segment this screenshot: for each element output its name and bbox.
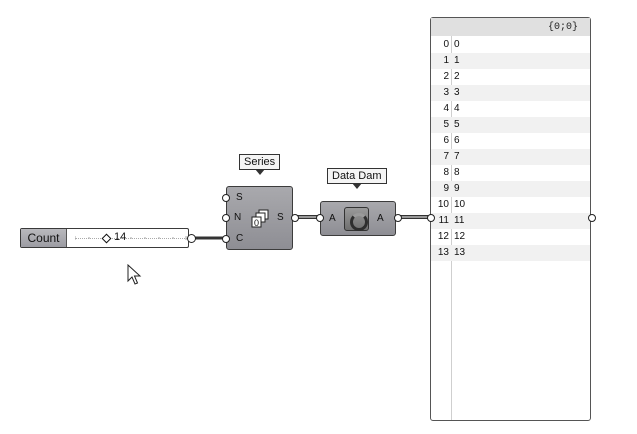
panel-row: 10 10 (431, 197, 590, 213)
panel-row-value: 5 (454, 119, 460, 130)
series-input-s-grip[interactable] (222, 194, 230, 202)
panel-row-index: 13 (437, 247, 449, 258)
timer-icon (350, 213, 368, 231)
data-dam-tooltip: Data Dam (327, 168, 387, 189)
data-dam-output-grip[interactable] (394, 214, 402, 222)
panel-row-index: 12 (437, 231, 449, 242)
slider-label: Count (21, 229, 67, 247)
series-icon: 0 (251, 209, 269, 228)
series-input-n-grip[interactable] (222, 214, 230, 222)
series-component[interactable]: S N C S 0 (226, 186, 293, 250)
data-dam-component[interactable]: A A (320, 201, 396, 236)
data-dam-input-grip[interactable] (316, 214, 324, 222)
series-input-s: S (236, 192, 243, 203)
series-input-c-grip[interactable] (222, 235, 230, 243)
panel-row-value: 7 (454, 151, 460, 162)
series-output-grip[interactable] (291, 214, 299, 222)
panel-row-index: 4 (443, 103, 449, 114)
svg-text:0: 0 (254, 218, 259, 228)
panel-row-index: 5 (443, 119, 449, 130)
panel-row-value: 3 (454, 87, 460, 98)
slider-output-grip[interactable] (187, 234, 196, 243)
panel-path-header: {0;0} (431, 18, 590, 36)
panel-row-index: 2 (443, 71, 449, 82)
panel-row-value: 10 (454, 199, 466, 210)
panel-row-value: 0 (454, 39, 460, 50)
panel-row-value: 2 (454, 71, 460, 82)
panel-row-index: 9 (443, 183, 449, 194)
panel-row-value: 12 (454, 231, 466, 242)
slider-value: 14 (114, 231, 127, 243)
panel-row-value: 11 (454, 215, 465, 226)
panel-row-index: 7 (443, 151, 449, 162)
panel-row-value: 4 (454, 103, 460, 114)
panel-input-grip[interactable] (427, 214, 435, 222)
panel-row-index: 3 (443, 87, 449, 98)
panel-row-value: 6 (454, 135, 460, 146)
panel-row-index: 11 (438, 215, 449, 226)
series-tooltip: Series (239, 154, 281, 175)
panel-row: 12 12 (431, 229, 590, 245)
panel-row-index: 1 (443, 55, 449, 66)
series-output-s: S (277, 212, 284, 223)
panel-row-value: 8 (454, 167, 460, 178)
panel-row: 11 11 (431, 213, 590, 229)
count-slider[interactable]: Count 14 (20, 228, 189, 248)
panel-row-index: 8 (443, 167, 449, 178)
data-dam-output-a: A (377, 213, 384, 224)
panel-output-grip[interactable] (588, 214, 596, 222)
panel-row-value: 1 (454, 55, 460, 66)
series-input-c: C (236, 233, 244, 244)
panel-row-value: 13 (454, 247, 466, 258)
data-dam-input-a: A (329, 213, 336, 224)
panel-row: 13 13 (431, 245, 590, 261)
data-dam-button[interactable] (344, 207, 369, 231)
mouse-cursor-icon (127, 264, 142, 285)
panel-row-value: 9 (454, 183, 460, 194)
panel-row-index: 10 (437, 199, 449, 210)
panel-row-index: 6 (443, 135, 449, 146)
series-input-n: N (234, 212, 242, 223)
slider-ticks (75, 236, 187, 240)
panel-row-index: 0 (443, 39, 449, 50)
